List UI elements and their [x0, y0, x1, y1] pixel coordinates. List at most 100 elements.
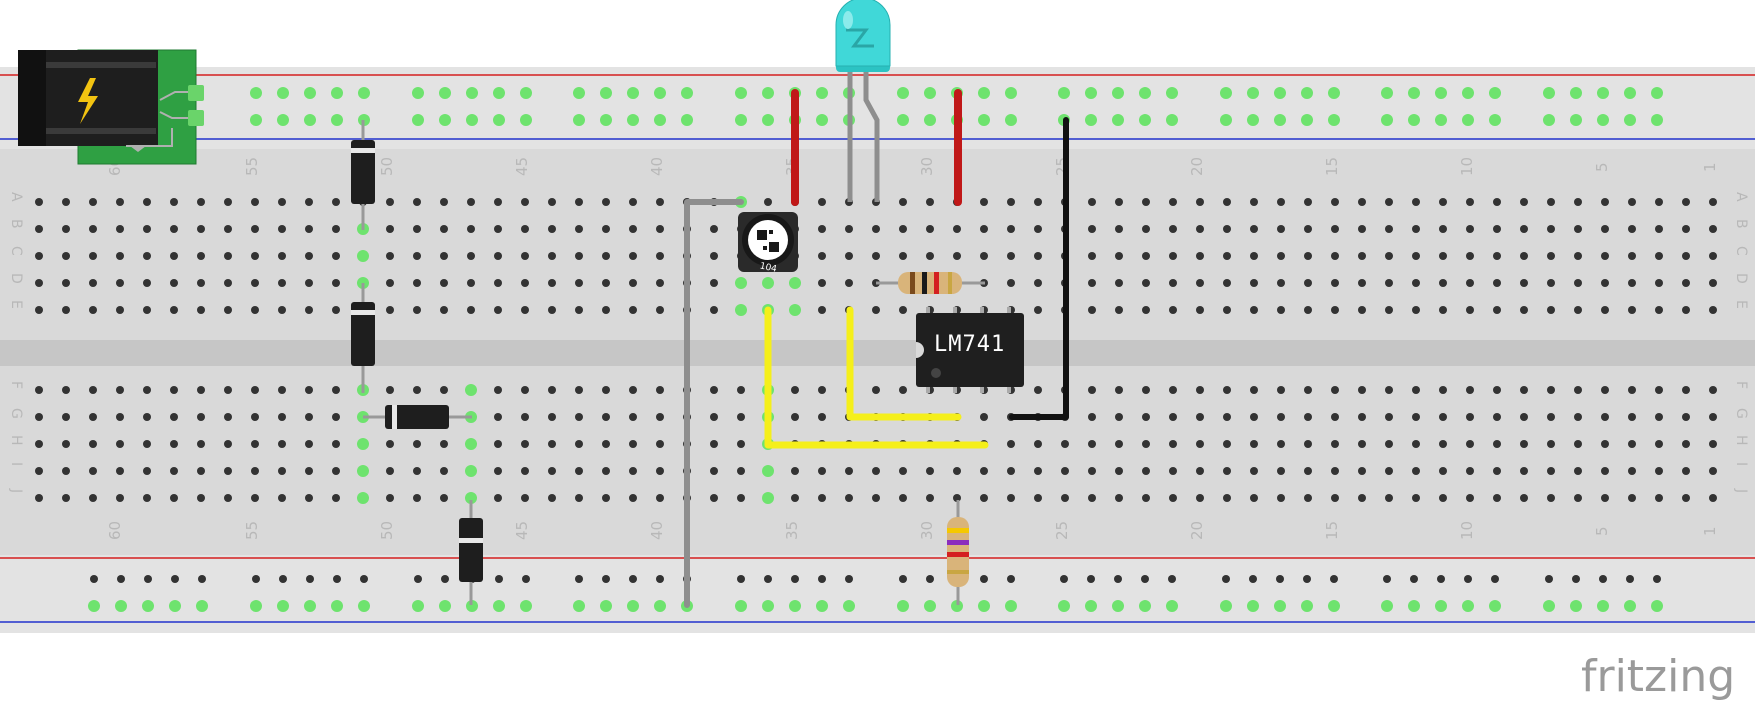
- breadboard-hole[interactable]: [737, 413, 745, 421]
- breadboard-hole[interactable]: [602, 279, 610, 287]
- breadboard-hole[interactable]: [1466, 279, 1474, 287]
- breadboard-hole[interactable]: [1682, 306, 1690, 314]
- breadboard-hole[interactable]: [845, 252, 853, 260]
- breadboard-hole[interactable]: [278, 225, 286, 233]
- breadboard-hole[interactable]: [1624, 114, 1636, 126]
- breadboard-hole[interactable]: [1196, 279, 1204, 287]
- breadboard-hole[interactable]: [575, 413, 583, 421]
- breadboard-hole[interactable]: [332, 494, 340, 502]
- breadboard-hole[interactable]: [818, 575, 826, 583]
- breadboard-hole[interactable]: [548, 225, 556, 233]
- breadboard-hole[interactable]: [331, 114, 343, 126]
- breadboard-hole[interactable]: [305, 279, 313, 287]
- breadboard-hole[interactable]: [1250, 386, 1258, 394]
- breadboard-hole[interactable]: [1088, 467, 1096, 475]
- breadboard-hole[interactable]: [1520, 198, 1528, 206]
- breadboard-hole[interactable]: [332, 306, 340, 314]
- breadboard-hole[interactable]: [439, 114, 451, 126]
- breadboard-hole[interactable]: [1466, 386, 1474, 394]
- breadboard-hole[interactable]: [710, 440, 718, 448]
- breadboard-hole[interactable]: [1493, 306, 1501, 314]
- breadboard-hole[interactable]: [1277, 198, 1285, 206]
- breadboard-hole[interactable]: [1682, 386, 1690, 394]
- breadboard-hole[interactable]: [1085, 600, 1097, 612]
- breadboard-hole[interactable]: [357, 250, 369, 262]
- breadboard-hole[interactable]: [924, 600, 936, 612]
- breadboard-hole[interactable]: [1385, 386, 1393, 394]
- breadboard-hole[interactable]: [89, 386, 97, 394]
- breadboard-hole[interactable]: [1520, 386, 1528, 394]
- breadboard-hole[interactable]: [1005, 600, 1017, 612]
- breadboard-hole[interactable]: [1142, 413, 1150, 421]
- breadboard-hole[interactable]: [197, 252, 205, 260]
- breadboard-hole[interactable]: [951, 600, 963, 612]
- breadboard-hole[interactable]: [116, 225, 124, 233]
- breadboard-hole[interactable]: [926, 575, 934, 583]
- breadboard-hole[interactable]: [1007, 494, 1015, 502]
- breadboard-hole[interactable]: [816, 114, 828, 126]
- breadboard-hole[interactable]: [89, 467, 97, 475]
- breadboard-hole[interactable]: [277, 600, 289, 612]
- breadboard-hole[interactable]: [62, 413, 70, 421]
- breadboard-hole[interactable]: [143, 279, 151, 287]
- breadboard-hole[interactable]: [1141, 575, 1149, 583]
- breadboard-hole[interactable]: [1196, 198, 1204, 206]
- breadboard-hole[interactable]: [1169, 386, 1177, 394]
- breadboard-hole[interactable]: [143, 413, 151, 421]
- breadboard-hole[interactable]: [1383, 575, 1391, 583]
- breadboard-hole[interactable]: [602, 252, 610, 260]
- breadboard-hole[interactable]: [818, 494, 826, 502]
- breadboard-hole[interactable]: [737, 575, 745, 583]
- breadboard-hole[interactable]: [522, 575, 530, 583]
- breadboard-hole[interactable]: [899, 306, 907, 314]
- breadboard-hole[interactable]: [1520, 467, 1528, 475]
- breadboard-hole[interactable]: [1682, 279, 1690, 287]
- breadboard-hole[interactable]: [575, 225, 583, 233]
- breadboard-hole[interactable]: [602, 306, 610, 314]
- breadboard-hole[interactable]: [627, 600, 639, 612]
- breadboard-hole[interactable]: [332, 467, 340, 475]
- breadboard-hole[interactable]: [602, 225, 610, 233]
- breadboard-hole[interactable]: [1196, 386, 1204, 394]
- breadboard-hole[interactable]: [1570, 114, 1582, 126]
- breadboard-hole[interactable]: [224, 440, 232, 448]
- breadboard-hole[interactable]: [35, 198, 43, 206]
- breadboard-hole[interactable]: [1250, 413, 1258, 421]
- breadboard-hole[interactable]: [1435, 600, 1447, 612]
- breadboard-hole[interactable]: [1166, 87, 1178, 99]
- breadboard-hole[interactable]: [306, 575, 314, 583]
- breadboard-hole[interactable]: [1520, 440, 1528, 448]
- breadboard-hole[interactable]: [143, 467, 151, 475]
- breadboard-hole[interactable]: [62, 252, 70, 260]
- breadboard-hole[interactable]: [440, 440, 448, 448]
- breadboard-hole[interactable]: [629, 413, 637, 421]
- breadboard-hole[interactable]: [845, 467, 853, 475]
- breadboard-hole[interactable]: [520, 114, 532, 126]
- breadboard-hole[interactable]: [1597, 114, 1609, 126]
- breadboard-hole[interactable]: [1520, 306, 1528, 314]
- lm741-chip[interactable]: LM741: [916, 307, 1024, 393]
- breadboard-hole[interactable]: [1709, 198, 1717, 206]
- breadboard-hole[interactable]: [1034, 467, 1042, 475]
- breadboard-hole[interactable]: [440, 225, 448, 233]
- breadboard-hole[interactable]: [1331, 252, 1339, 260]
- breadboard-hole[interactable]: [278, 279, 286, 287]
- breadboard-hole[interactable]: [1682, 494, 1690, 502]
- breadboard-hole[interactable]: [1385, 306, 1393, 314]
- breadboard-hole[interactable]: [332, 252, 340, 260]
- breadboard-hole[interactable]: [332, 440, 340, 448]
- breadboard-hole[interactable]: [1385, 198, 1393, 206]
- breadboard-hole[interactable]: [62, 386, 70, 394]
- breadboard-hole[interactable]: [1466, 494, 1474, 502]
- breadboard-hole[interactable]: [89, 494, 97, 502]
- breadboard-hole[interactable]: [818, 198, 826, 206]
- breadboard-hole[interactable]: [1439, 225, 1447, 233]
- breadboard-hole[interactable]: [1277, 440, 1285, 448]
- breadboard-hole[interactable]: [899, 494, 907, 502]
- breadboard-hole[interactable]: [1088, 440, 1096, 448]
- breadboard-hole[interactable]: [1655, 440, 1663, 448]
- breadboard-hole[interactable]: [1169, 225, 1177, 233]
- breadboard-hole[interactable]: [224, 494, 232, 502]
- breadboard-hole[interactable]: [1574, 494, 1582, 502]
- breadboard-hole[interactable]: [926, 494, 934, 502]
